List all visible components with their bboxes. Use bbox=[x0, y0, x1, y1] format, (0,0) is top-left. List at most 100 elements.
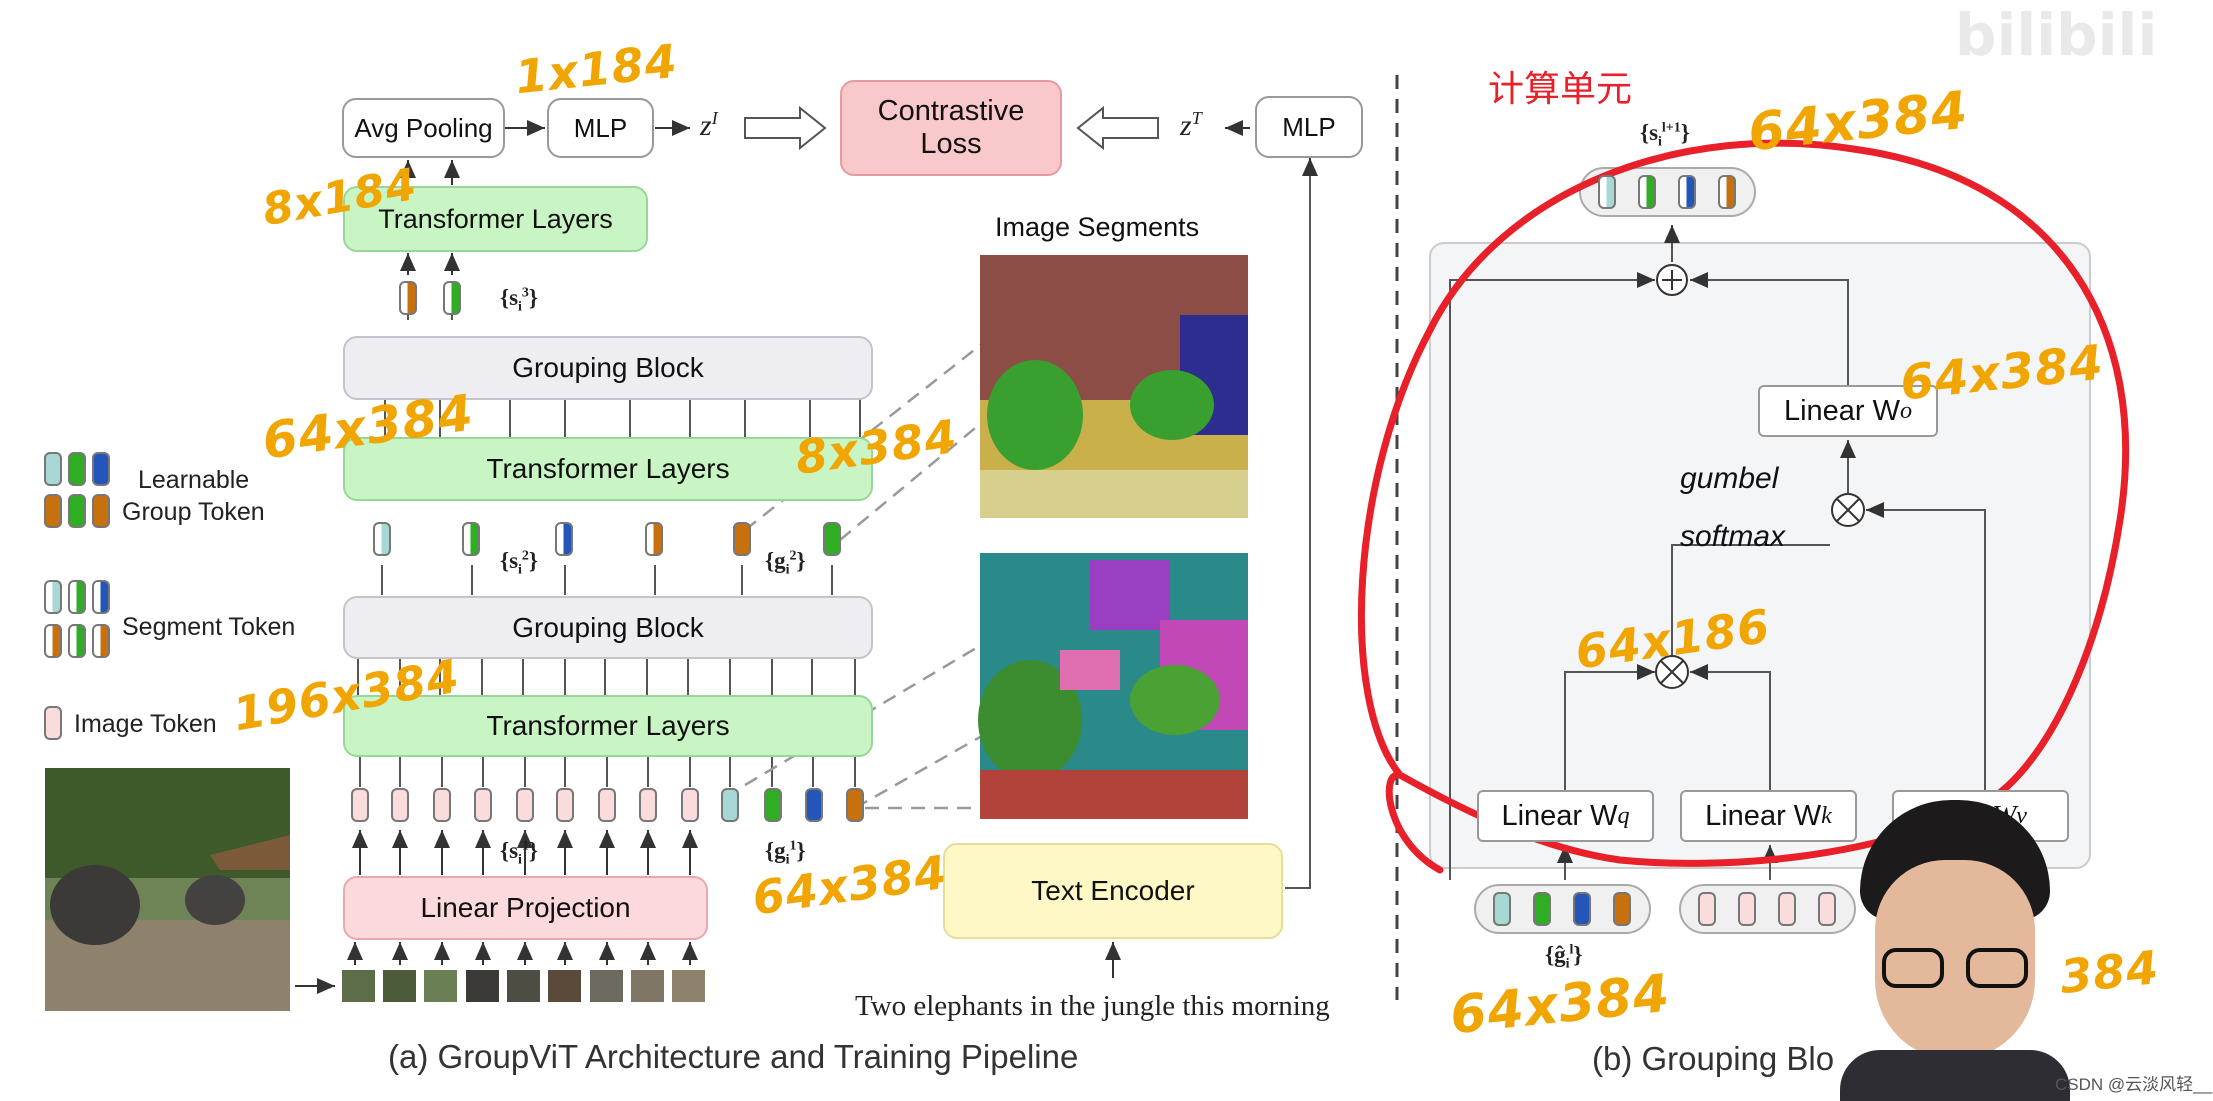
z-text-text: z bbox=[1180, 109, 1192, 142]
g2-open: {g bbox=[765, 548, 786, 573]
s3-sub: i bbox=[518, 300, 522, 315]
legend-learnable-token bbox=[44, 494, 62, 528]
linear-wo-label: Linear W bbox=[1784, 395, 1900, 428]
text-input-label: Two elephants in the jungle this morning bbox=[855, 990, 1330, 1023]
segment-token bbox=[399, 281, 417, 315]
s-out-open: {s bbox=[1640, 120, 1658, 145]
legend-learnable-token bbox=[92, 452, 110, 486]
image-token bbox=[391, 788, 409, 822]
s3-close: } bbox=[529, 285, 538, 310]
image-segments-title: Image Segments bbox=[995, 212, 1199, 243]
legend-segment-token: Segment Token bbox=[122, 613, 295, 642]
avg-pooling-box: Avg Pooling bbox=[342, 98, 505, 158]
legend-image-token: Image Token bbox=[74, 710, 217, 739]
mlp-text-box: MLP bbox=[1255, 96, 1363, 158]
legend-segment-token bbox=[68, 580, 86, 614]
s-out-sup: l+1 bbox=[1662, 120, 1681, 135]
group-token bbox=[846, 788, 864, 822]
linear-wk-label: Linear W bbox=[1705, 800, 1821, 833]
glasses-icon bbox=[1882, 948, 2028, 988]
group-token bbox=[805, 788, 823, 822]
contrastive-label: Contrastive bbox=[878, 95, 1025, 128]
z-image-text: z bbox=[700, 109, 712, 142]
z-text-sup: T bbox=[1192, 108, 1202, 128]
s1-label: {si1} bbox=[500, 838, 538, 869]
wq-sub: q bbox=[1617, 802, 1629, 830]
image-token bbox=[1698, 892, 1716, 926]
group-token bbox=[721, 788, 739, 822]
csdn-watermark: CSDN @云淡风轻__ bbox=[2055, 1070, 2212, 1095]
linear-projection-box: Linear Projection bbox=[343, 876, 708, 940]
s-out-sub: i bbox=[1658, 135, 1662, 150]
s1-sup: 1 bbox=[522, 838, 529, 853]
segment-token bbox=[1678, 175, 1696, 209]
z-image-label: zI bbox=[700, 108, 718, 143]
chinese-title: 计算单元 bbox=[1488, 60, 1632, 112]
z-text-label: zT bbox=[1180, 108, 1202, 143]
g1-open: {g bbox=[765, 838, 786, 863]
caption-b: (b) Grouping Blo bbox=[1592, 1040, 1834, 1078]
contrastive-loss-box: Contrastive Loss bbox=[840, 80, 1062, 176]
image-token bbox=[474, 788, 492, 822]
presenter-webcam bbox=[1840, 800, 2070, 1101]
legend-segment-token bbox=[92, 580, 110, 614]
image-token bbox=[516, 788, 534, 822]
group-token bbox=[1613, 892, 1631, 926]
s2-sup: 2 bbox=[522, 548, 529, 563]
segment-token bbox=[1718, 175, 1736, 209]
image-token bbox=[1738, 892, 1756, 926]
annotation-384: 384 bbox=[2057, 940, 2161, 1004]
s2-label: {si2} bbox=[500, 548, 538, 579]
segment-token bbox=[462, 522, 480, 556]
group-token bbox=[733, 522, 751, 556]
legend-learnable-token bbox=[68, 494, 86, 528]
legend-segment-token bbox=[92, 624, 110, 658]
group-token bbox=[1533, 892, 1551, 926]
segment-token bbox=[645, 522, 663, 556]
mlp-image-box: MLP bbox=[547, 98, 654, 158]
group-token bbox=[1573, 892, 1591, 926]
legend-learnable-token bbox=[44, 452, 62, 486]
legend-segment-token bbox=[44, 580, 62, 614]
s1-close: } bbox=[529, 838, 538, 863]
text-encoder-box: Text Encoder bbox=[943, 843, 1283, 939]
image-token bbox=[351, 788, 369, 822]
s-out-close: } bbox=[1681, 120, 1690, 145]
segment-token bbox=[555, 522, 573, 556]
legend-learnable-token bbox=[92, 494, 110, 528]
group-token bbox=[764, 788, 782, 822]
s2-close: } bbox=[529, 548, 538, 573]
legend-learnable: Learnable bbox=[138, 466, 249, 495]
g1-close: } bbox=[796, 838, 805, 863]
s1-open: {s bbox=[500, 838, 518, 863]
caption-a: (a) GroupViT Architecture and Training P… bbox=[388, 1038, 1078, 1076]
softmax-label: softmax bbox=[1680, 520, 1785, 554]
image-token bbox=[556, 788, 574, 822]
image-token bbox=[433, 788, 451, 822]
image-token bbox=[1818, 892, 1836, 926]
g-hat-close: } bbox=[1573, 942, 1582, 967]
s3-open: {s bbox=[500, 285, 518, 310]
s3-label: {si3} bbox=[500, 285, 538, 316]
segment-token bbox=[1598, 175, 1616, 209]
z-image-sup: I bbox=[712, 108, 718, 128]
s-out-label: {sil+1} bbox=[1640, 120, 1690, 151]
g2-label: {gi2} bbox=[765, 548, 806, 579]
wk-sub: k bbox=[1821, 802, 1832, 830]
g-hat-label: {ĝil} bbox=[1545, 942, 1582, 973]
g-hat-open: {ĝ bbox=[1545, 942, 1566, 967]
s3-sup: 3 bbox=[522, 285, 529, 300]
presenter-shirt bbox=[1840, 1050, 2070, 1101]
g2-close: } bbox=[796, 548, 805, 573]
group-token bbox=[823, 522, 841, 556]
segment-token bbox=[443, 281, 461, 315]
image-token bbox=[598, 788, 616, 822]
s2-open: {s bbox=[500, 548, 518, 573]
group-token bbox=[1493, 892, 1511, 926]
segment-token bbox=[1638, 175, 1656, 209]
s1-sub: i bbox=[518, 853, 522, 868]
segment-token bbox=[373, 522, 391, 556]
s2-sub: i bbox=[518, 563, 522, 578]
